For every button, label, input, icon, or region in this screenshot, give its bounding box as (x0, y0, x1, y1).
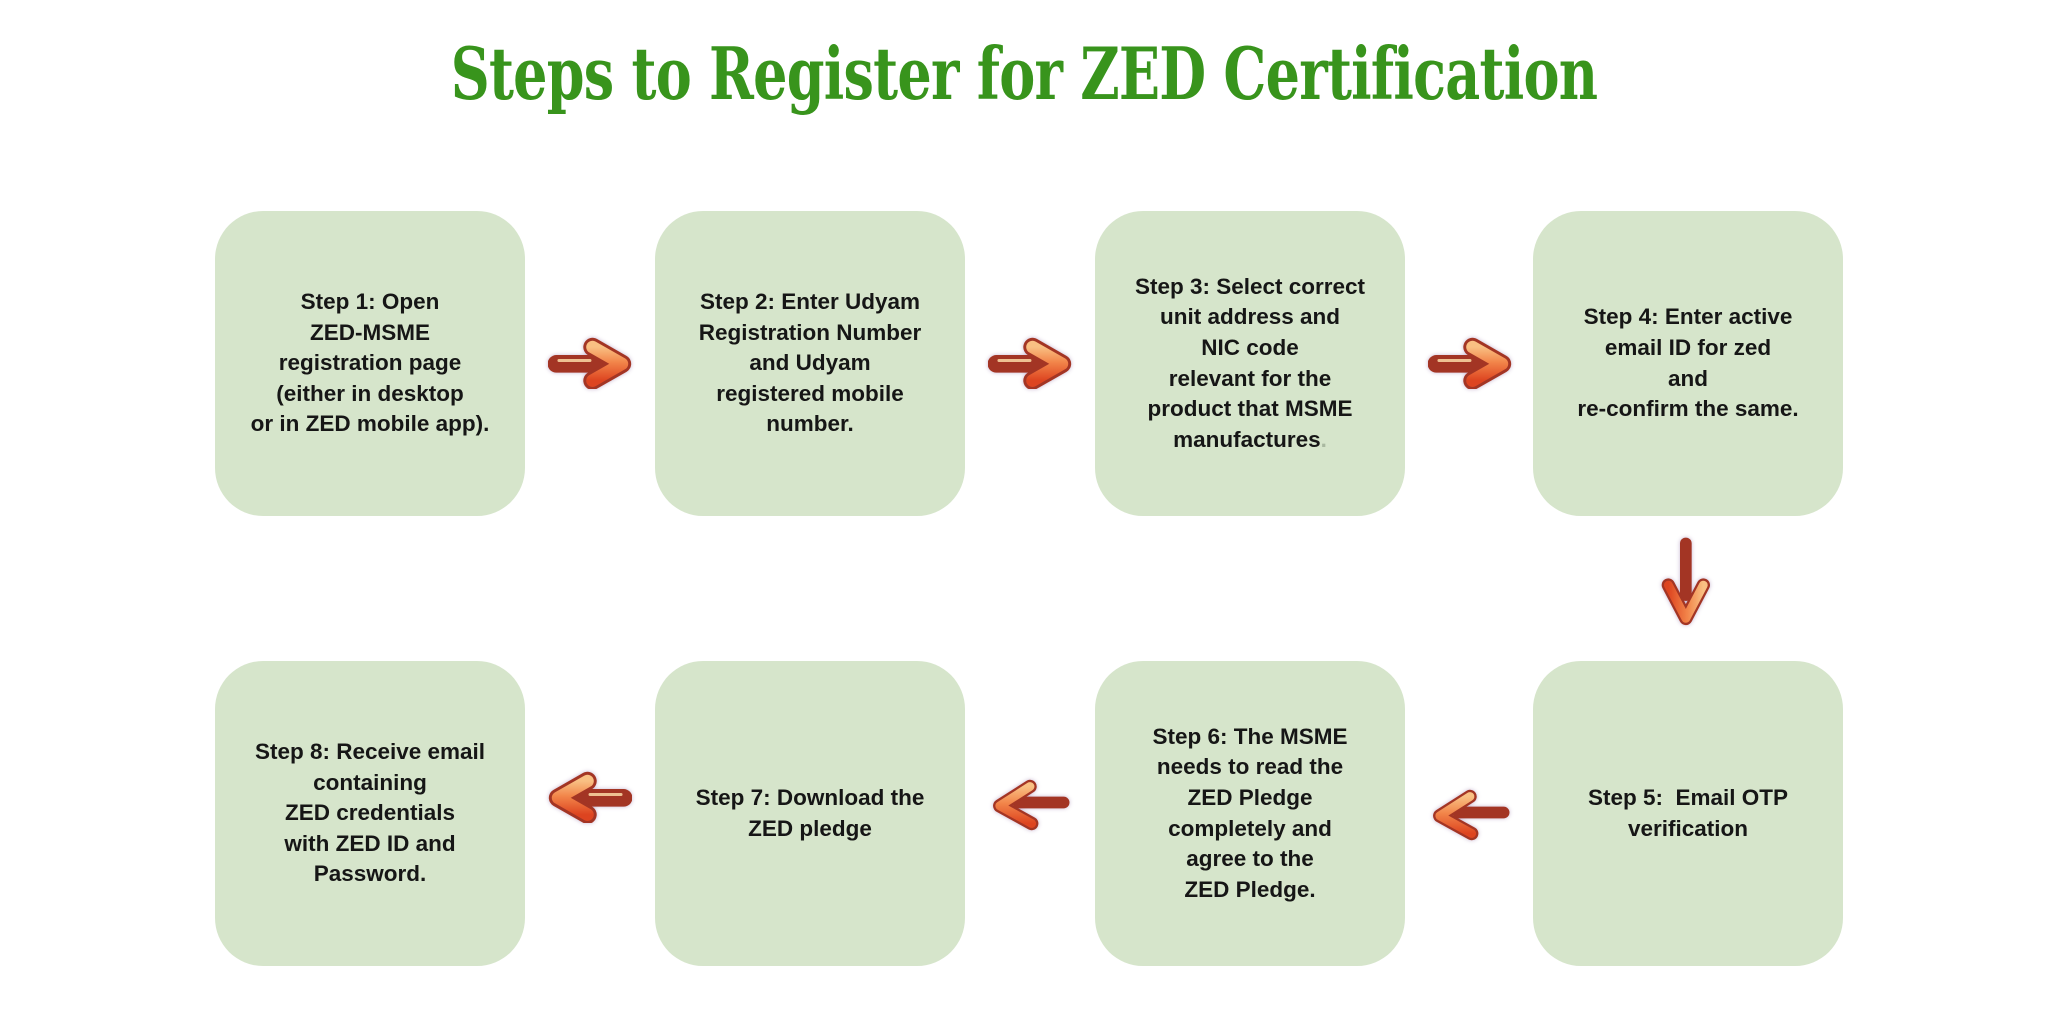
step-6-text: Step 6: The MSME needs to read the ZED P… (1152, 723, 1348, 902)
step-5-text: Step 5: Email OTP verification (1587, 784, 1789, 841)
step-4-text: Step 4: Enter active email ID for zed an… (1577, 304, 1799, 422)
arrow-left-icon (988, 779, 1072, 831)
step-box-1: Step 1: Open ZED-MSME registration page … (215, 211, 525, 516)
step-3-text: Step 3: Select correct unit address and … (1135, 272, 1365, 456)
arrow-right-icon (1428, 337, 1512, 389)
step-3-main-text: Step 3: Select correct unit address and … (1134, 273, 1366, 452)
page-title: Steps to Register for ZED Certification (450, 31, 1598, 116)
step-7-text: Step 7: Download the ZED pledge (695, 784, 925, 841)
step-box-5: Step 5: Email OTP verification (1533, 661, 1843, 966)
step-8-text: Step 8: Receive email containing ZED cre… (254, 739, 486, 887)
step-box-8: Step 8: Receive email containing ZED cre… (215, 661, 525, 966)
step-box-3: Step 3: Select correct unit address and … (1095, 211, 1405, 516)
step-box-4: Step 4: Enter active email ID for zed an… (1533, 211, 1843, 516)
arrow-down-icon (1660, 528, 1710, 638)
arrow-left-icon (1428, 789, 1512, 841)
step-3-muted-period: . (1320, 426, 1327, 452)
arrow-left-icon (548, 771, 632, 823)
arrow-right-icon (988, 337, 1072, 389)
step-1-text: Step 1: Open ZED-MSME registration page … (250, 289, 490, 437)
arrow-right-icon (548, 337, 632, 389)
step-box-6: Step 6: The MSME needs to read the ZED P… (1095, 661, 1405, 966)
step-box-7: Step 7: Download the ZED pledge (655, 661, 965, 966)
step-2-text: Step 2: Enter Udyam Registration Number … (698, 289, 922, 437)
step-box-2: Step 2: Enter Udyam Registration Number … (655, 211, 965, 516)
